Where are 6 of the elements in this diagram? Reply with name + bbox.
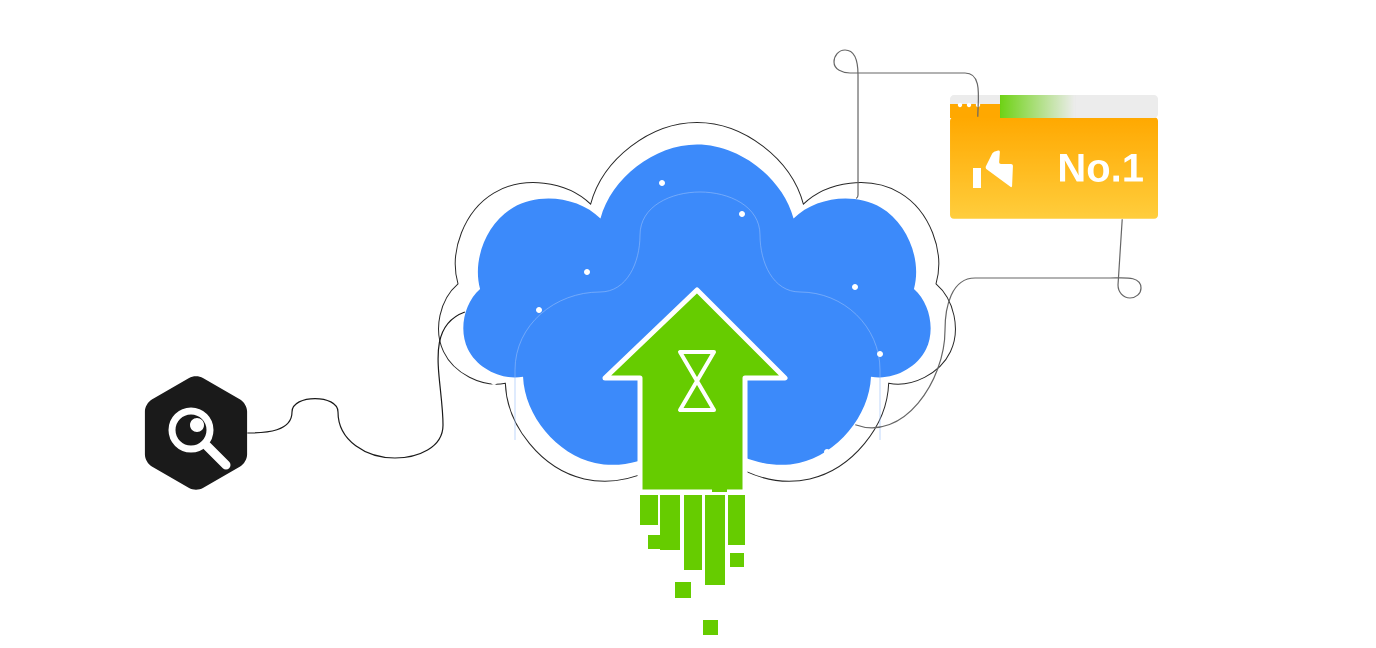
connector-line [854,218,1142,429]
browser-window: No.1 [950,95,1158,182]
connector-line [833,49,980,200]
search-icon [144,376,248,490]
connector-line [246,311,466,459]
node-label: No.1 [1060,154,1143,182]
